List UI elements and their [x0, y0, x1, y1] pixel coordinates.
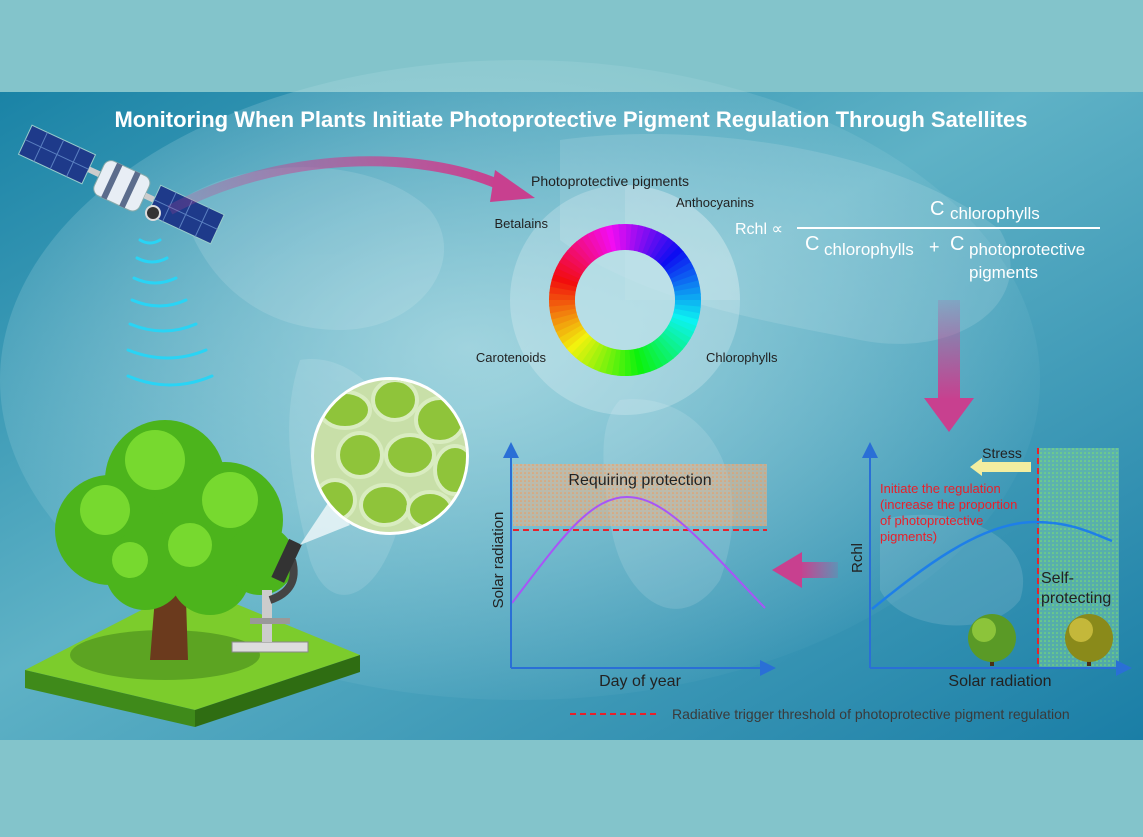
x-axis-label: Day of year — [599, 673, 681, 690]
x-axis-label: Solar radiation — [948, 673, 1051, 690]
formula-denominator-term1: chlorophylls — [824, 240, 914, 259]
arrow-right-chart-to-left-chart — [800, 562, 838, 578]
microscope-icon — [231, 538, 309, 653]
y-axis-label: Rchl — [849, 543, 866, 573]
rchl-curve — [871, 520, 1113, 610]
stress-label: Stress — [982, 445, 1022, 461]
band-label: Requiring protection — [568, 472, 711, 489]
label-carotenoids: Carotenoids — [476, 350, 547, 365]
rchl-formula: Rchl ∝ C chlorophylls C chlorophylls + C… — [735, 198, 1100, 282]
legend-threshold-label: Radiative trigger threshold of photoprot… — [672, 706, 1070, 722]
formula-denominator-term2: photoprotective — [969, 240, 1085, 259]
annotation-line: Initiate the regulation — [880, 481, 1001, 496]
formula-lhs: Rchl ∝ — [735, 221, 783, 238]
stress-arrow-icon — [970, 458, 1031, 476]
zone-label: protecting — [1041, 590, 1111, 607]
world-map-background — [180, 134, 1024, 626]
arrow-formula-to-chart — [938, 300, 960, 400]
annotation-line: (increase the proportion — [880, 497, 1017, 512]
left-chart: Requiring protection Solar radiation Day… — [490, 442, 776, 690]
solar-radiation-curve — [511, 495, 766, 609]
satellite-icon — [17, 124, 225, 245]
requiring-protection-band — [513, 464, 767, 526]
legend: Radiative trigger threshold of photoprot… — [570, 706, 1070, 722]
formula-c: C — [930, 198, 944, 220]
formula-denominator-term2-cont: pigments — [969, 263, 1038, 282]
tree-on-ground-illustration — [25, 420, 360, 727]
wheel-outer-label: Photoprotective pigments — [531, 173, 689, 189]
label-anthocyanins: Anthocyanins — [676, 195, 755, 210]
arrow-head — [772, 552, 802, 588]
label-betalains: Betalains — [495, 216, 549, 231]
healthy-tree-icon — [968, 614, 1016, 666]
signal-waves-icon — [126, 238, 214, 387]
y-axis-label: Solar radiation — [490, 512, 507, 609]
stressed-tree-icon — [1065, 614, 1113, 666]
arrow-head — [924, 398, 974, 432]
fraction-bar — [797, 227, 1100, 229]
right-chart: Stress Initiate the regulation (increase… — [849, 442, 1132, 690]
label-chlorophylls: Chlorophylls — [706, 350, 778, 365]
arrow-head — [490, 170, 535, 202]
annotation-line: pigments) — [880, 529, 937, 544]
annotation-line: of photoprotective — [880, 513, 983, 528]
formula-c: C — [950, 233, 964, 255]
formula-plus: + — [929, 237, 940, 257]
arrow-satellite-to-pigments — [167, 156, 503, 215]
formula-c: C — [805, 233, 819, 255]
formula-numerator: chlorophylls — [950, 204, 1040, 223]
page-title: Monitoring When Plants Initiate Photopro… — [114, 107, 1027, 132]
zone-label: Self- — [1041, 570, 1074, 587]
pigment-wheel: Photoprotective pigments Betalains Antho… — [476, 173, 778, 415]
